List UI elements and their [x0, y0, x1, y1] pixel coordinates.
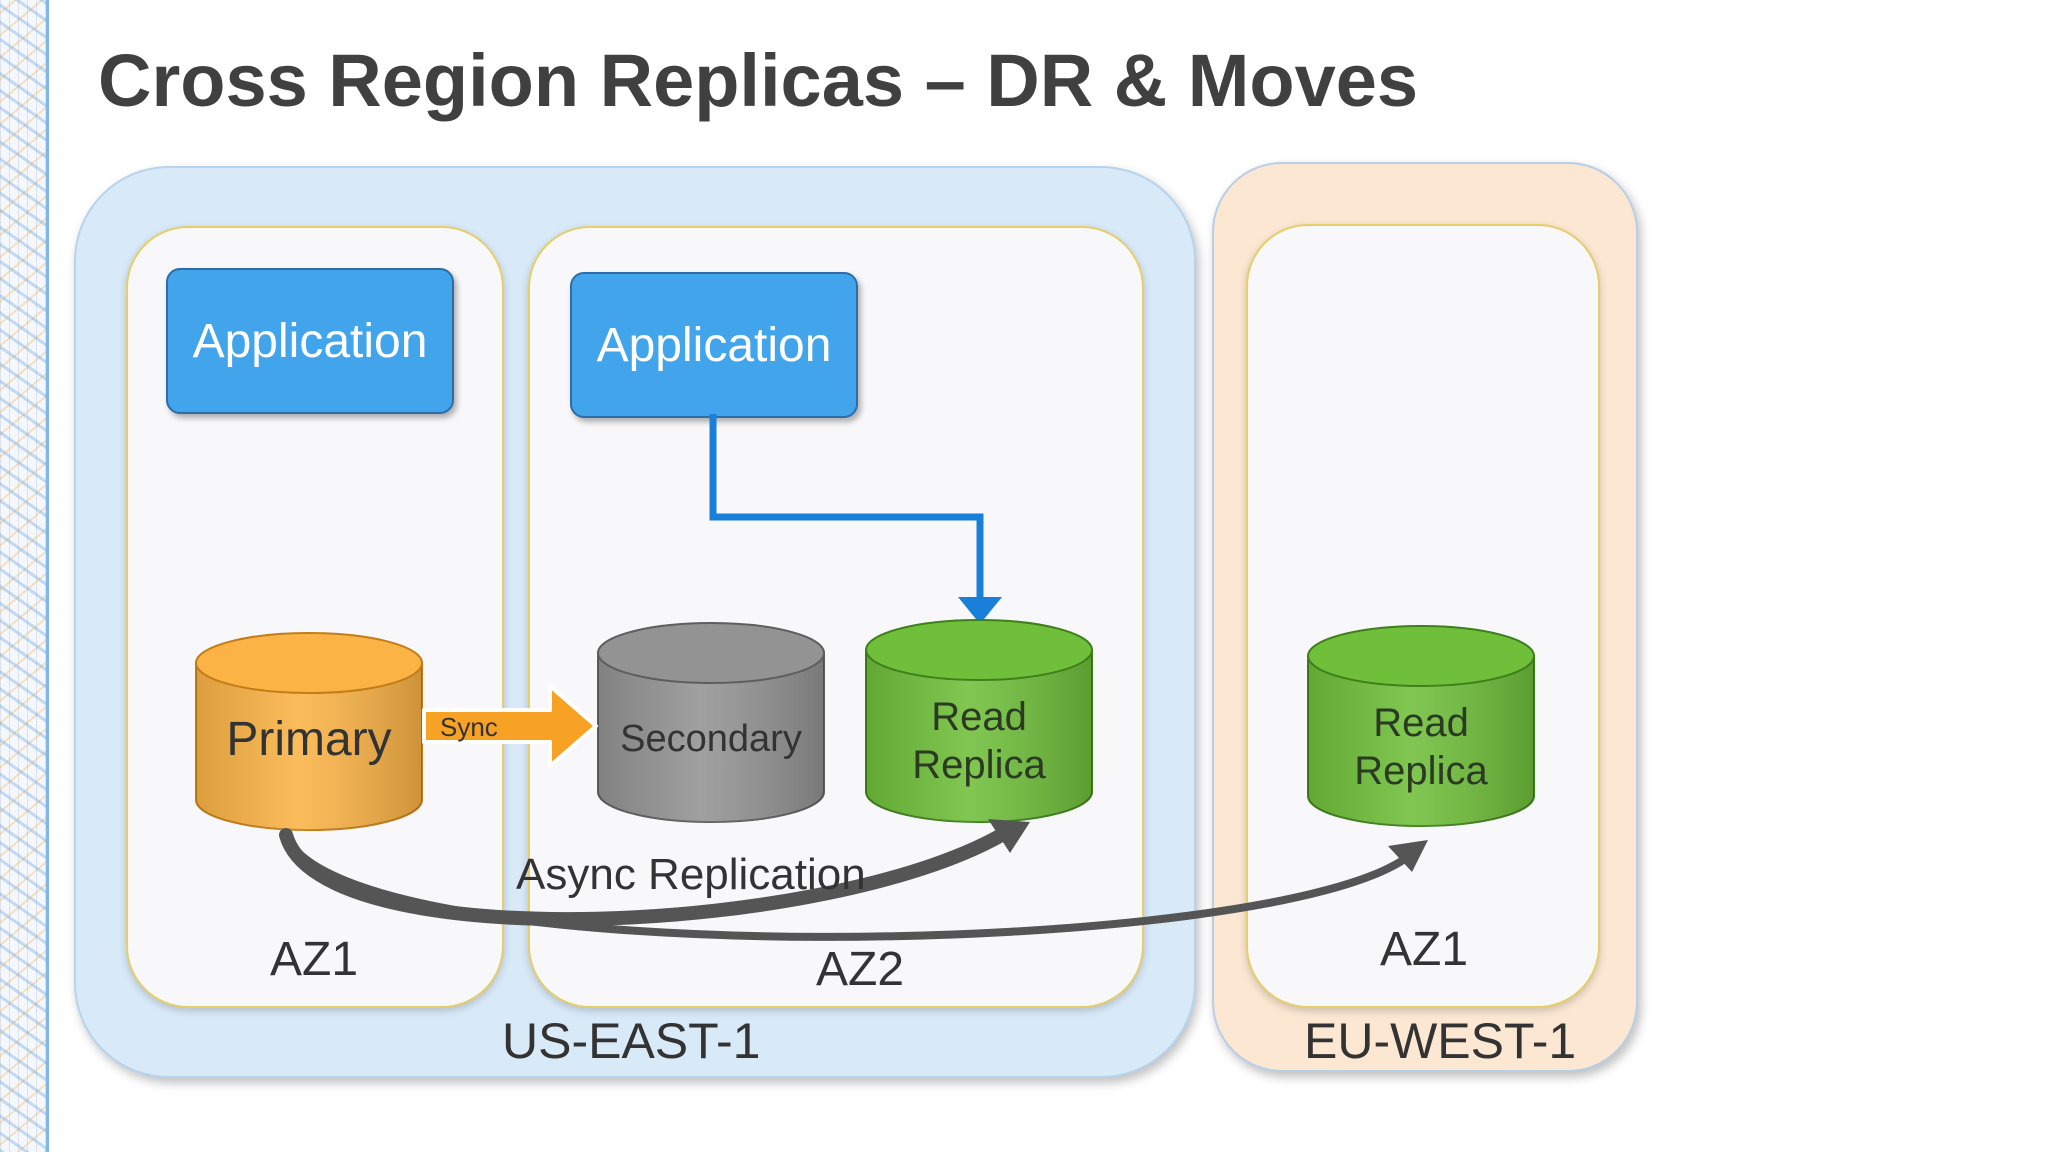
region-us-east-1-label: US-EAST-1 — [502, 1013, 761, 1069]
secondary-label: Secondary — [620, 718, 802, 761]
zone-eu-az1-label: AZ1 — [1380, 923, 1469, 976]
app-to-replica-connector — [709, 414, 984, 600]
async-replication-label: Async Replication — [516, 850, 866, 899]
read-replica-us-cylinder — [865, 619, 1093, 823]
read-replica-eu-cylinder — [1307, 625, 1535, 827]
slide-title: Cross Region Replicas – DR & Moves — [98, 39, 1419, 122]
read-replica-us-label: Read Replica — [912, 695, 1046, 787]
region-eu-west-1-label: EU-WEST-1 — [1304, 1013, 1577, 1069]
zone-eu-az1 — [1246, 224, 1600, 1008]
async-replication-curve-to-eu-replica — [282, 831, 1414, 941]
primary-label: Primary — [226, 713, 392, 767]
async-arrowhead-us — [988, 819, 1030, 853]
async-replication-curve-to-us-replica — [279, 823, 1017, 927]
application-box-az2: Application — [570, 272, 858, 418]
app-to-replica-arrowhead — [958, 597, 1002, 624]
read-replica-eu-label: Read Replica — [1354, 701, 1488, 793]
zone-us-az2-label: AZ2 — [816, 943, 905, 996]
zone-us-az1-label: AZ1 — [270, 933, 359, 986]
decorative-border — [0, 0, 49, 1152]
application-box-az1: Application — [166, 268, 454, 414]
primary-database-cylinder — [195, 632, 423, 831]
secondary-database-cylinder — [597, 622, 825, 823]
sync-label: Sync — [440, 712, 498, 742]
sync-arrow — [422, 684, 598, 768]
async-arrowhead-eu — [1388, 840, 1428, 872]
